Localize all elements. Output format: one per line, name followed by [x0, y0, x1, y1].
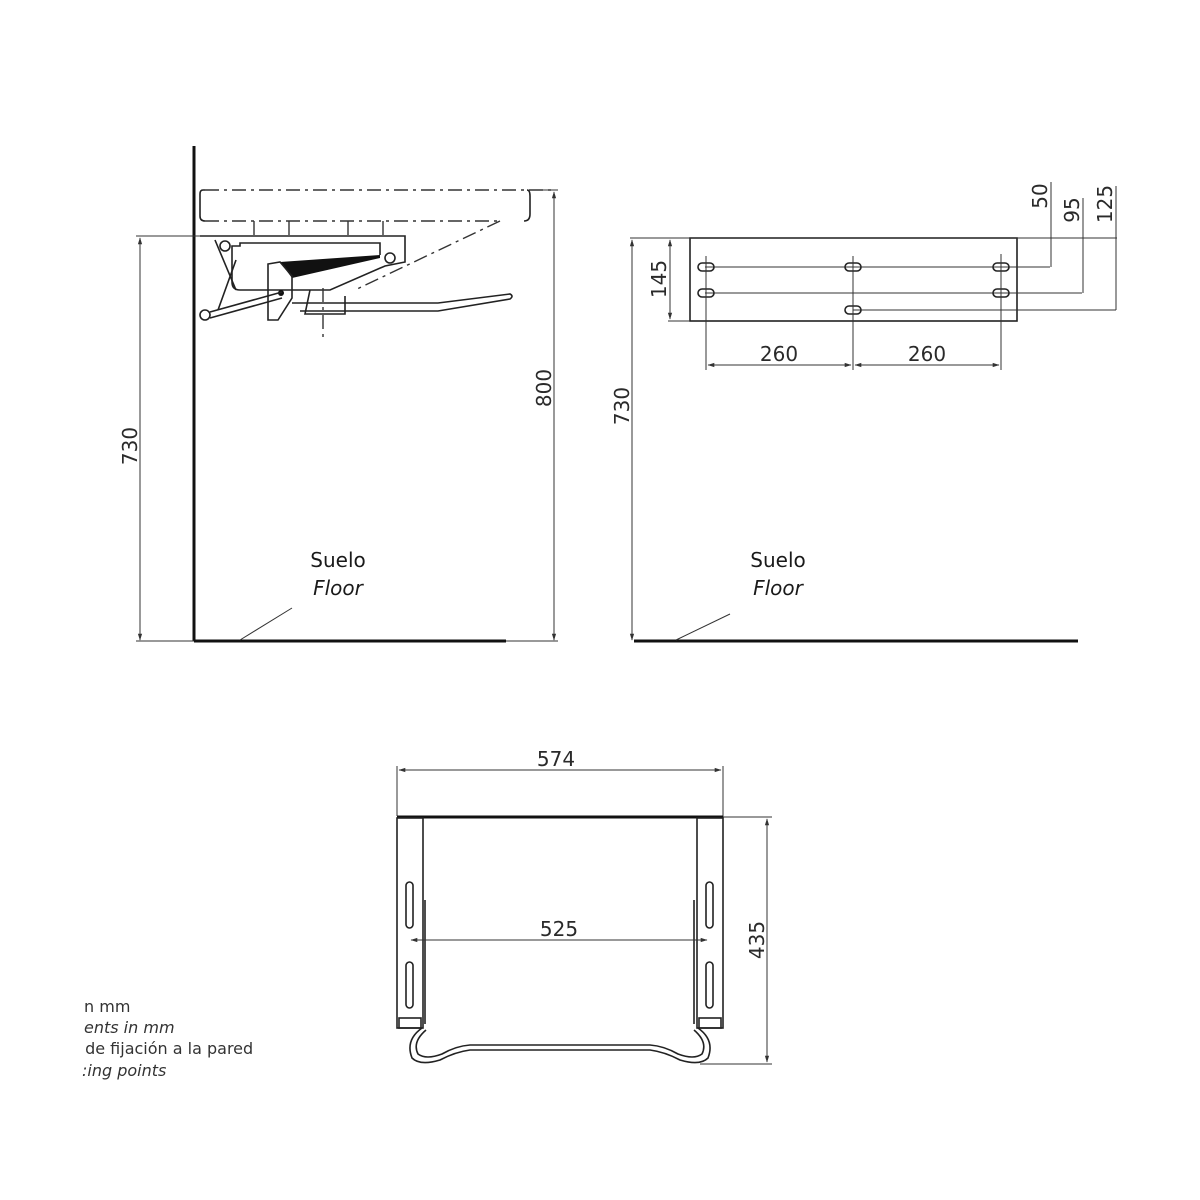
slot — [405, 881, 414, 929]
front-view: 574 525 435 — [396, 747, 772, 1065]
dim-label-435: 435 — [745, 921, 769, 959]
wall-view: 260 260 145 50 95 125 730 Suelo Floor — [610, 182, 1117, 643]
seat-right-edge — [523, 189, 531, 222]
slot — [705, 961, 714, 1009]
legend-line-1: n mm — [84, 997, 130, 1016]
dim-label-730: 730 — [118, 427, 142, 465]
dim-label-260-right: 260 — [908, 342, 946, 366]
arm-link — [209, 297, 283, 319]
strut — [217, 259, 237, 311]
spring — [280, 255, 380, 278]
handle-bar — [409, 1027, 711, 1064]
legend: n mm ents in mm de fijación a la pared :… — [80, 997, 253, 1080]
dim-label-125: 125 — [1093, 185, 1117, 223]
floor-label-en: Floor — [313, 576, 365, 600]
dim-label-730: 730 — [610, 387, 634, 425]
floor-label-es: Suelo — [750, 548, 805, 572]
arm-link — [209, 291, 283, 313]
pivot-screw — [199, 309, 211, 321]
arm — [267, 261, 293, 321]
pivot-screw — [219, 240, 231, 252]
dim-label-260-left: 260 — [760, 342, 798, 366]
bracket-foot — [698, 1017, 722, 1029]
handle-bar-inner — [415, 1029, 705, 1058]
legend-line-4: :ing points — [82, 1061, 166, 1080]
handle-bar — [292, 293, 513, 312]
floor-label-es: Suelo — [310, 548, 365, 572]
right-bracket — [696, 817, 724, 1029]
slot — [405, 961, 414, 1009]
slot — [705, 881, 714, 929]
bracket-foot — [398, 1017, 422, 1029]
dim-label-800: 800 — [532, 369, 556, 407]
left-bracket — [396, 817, 424, 1029]
dim-label-95: 95 — [1060, 197, 1084, 222]
pivot-screw — [384, 252, 396, 264]
bracket — [200, 235, 406, 291]
dim-label-574: 574 — [537, 747, 575, 771]
floor-leader — [675, 613, 731, 641]
seat-base — [304, 289, 346, 315]
strut — [214, 239, 237, 291]
seat-raised-outline — [199, 189, 206, 222]
dim-label-50: 50 — [1028, 183, 1052, 208]
legend-line-3: de fijación a la pared — [80, 1039, 253, 1058]
floor-label-en: Floor — [753, 576, 805, 600]
legend-line-2: ents in mm — [84, 1018, 175, 1037]
dim-label-525: 525 — [540, 917, 578, 941]
side-view: 730 800 Suelo Floor — [118, 146, 558, 643]
dim-label-145: 145 — [647, 260, 671, 298]
floor-leader — [239, 607, 293, 641]
